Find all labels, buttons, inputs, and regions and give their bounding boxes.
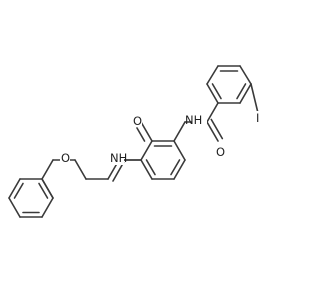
- atom-label-o-top: O: [216, 145, 225, 159]
- atom-label-nh-mid: NH: [110, 151, 127, 165]
- atom-label-iodine: I: [256, 111, 259, 125]
- atom-label-o-mid: O: [133, 114, 142, 128]
- molecule-structure-diagram: NH O I O NH O: [8, 65, 260, 218]
- c-i-bond: [250, 83, 259, 114]
- atom-label-nh-top: NH: [185, 113, 202, 127]
- central-benzene-ring: [140, 140, 186, 180]
- iodobenzene-ring: [206, 65, 252, 104]
- phenoxy-ring: [8, 159, 54, 218]
- atom-label-o-ether: O: [61, 151, 70, 165]
